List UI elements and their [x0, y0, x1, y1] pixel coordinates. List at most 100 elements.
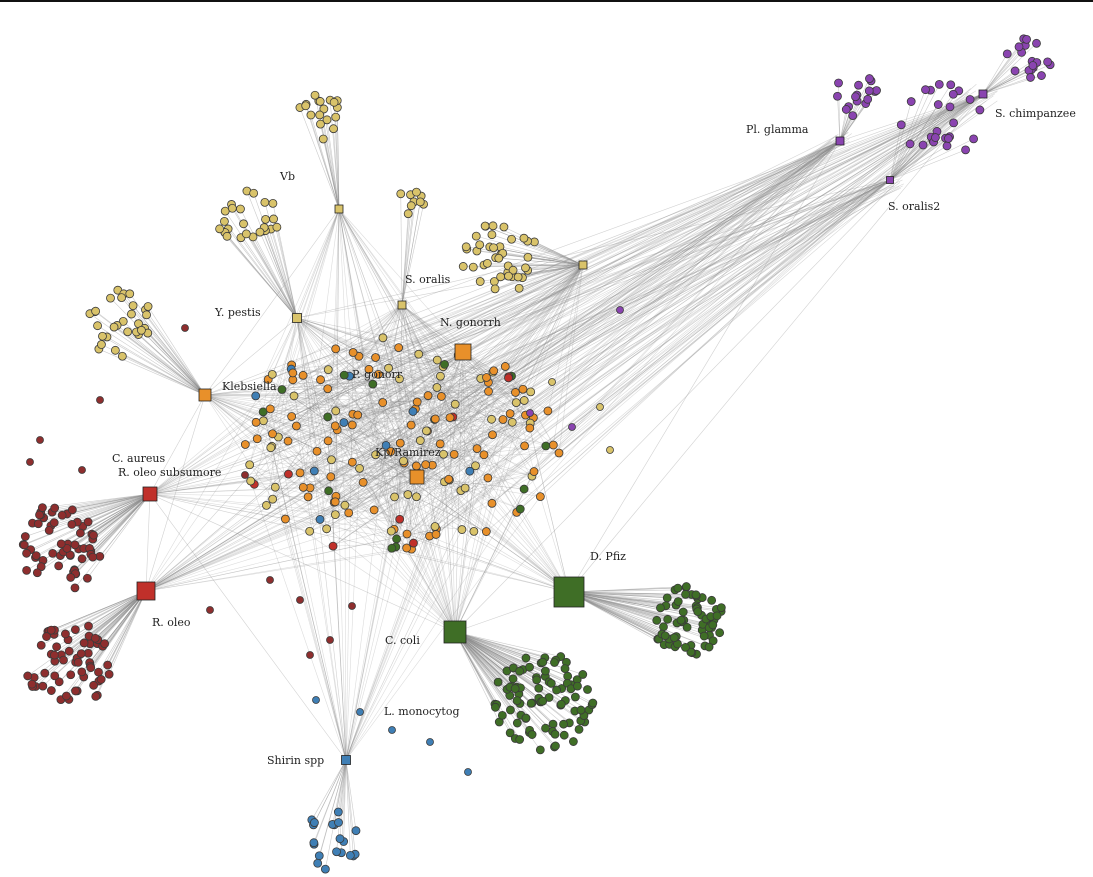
- edge: [889, 141, 934, 181]
- node: [38, 503, 47, 513]
- node: [52, 642, 62, 652]
- edge: [268, 264, 584, 380]
- node: [578, 670, 588, 679]
- node: [513, 272, 523, 282]
- edge: [93, 590, 147, 686]
- edge: [296, 317, 318, 452]
- edge: [416, 476, 525, 490]
- node: [965, 95, 975, 104]
- node: [540, 666, 550, 676]
- node: [505, 409, 515, 419]
- node: [511, 398, 521, 408]
- edge: [141, 330, 206, 396]
- edge: [224, 221, 298, 319]
- node: [323, 436, 333, 446]
- node: [436, 371, 445, 381]
- edge: [335, 93, 984, 412]
- edge: [454, 631, 572, 686]
- node: [716, 603, 726, 613]
- node: [142, 310, 151, 320]
- edge: [149, 493, 397, 540]
- label-r-oleo: R. oleo: [152, 616, 191, 629]
- edge: [345, 264, 584, 761]
- edge: [441, 396, 570, 593]
- label-kp-ramirez: Kp/Ramirez: [375, 446, 441, 459]
- edge: [149, 375, 304, 495]
- edge: [416, 395, 429, 473]
- edge: [99, 493, 151, 557]
- node: [399, 456, 408, 466]
- edge: [345, 382, 489, 761]
- node: [335, 834, 345, 844]
- edge: [382, 337, 418, 478]
- edge: [337, 107, 340, 210]
- edge: [486, 188, 888, 532]
- node: [431, 530, 441, 539]
- edge: [106, 336, 206, 396]
- edge: [491, 84, 977, 504]
- edge: [263, 264, 584, 422]
- edge: [338, 208, 531, 424]
- edge: [508, 140, 841, 377]
- edge: [66, 493, 151, 549]
- node: [289, 391, 299, 401]
- node: [61, 629, 70, 639]
- node: [57, 510, 67, 520]
- edge: [299, 472, 430, 537]
- edge: [275, 465, 417, 488]
- edge: [483, 93, 984, 456]
- edge: [270, 351, 464, 410]
- edge: [331, 459, 408, 535]
- edge: [357, 414, 570, 593]
- edge: [249, 93, 984, 466]
- node: [568, 737, 578, 746]
- edge: [454, 631, 496, 705]
- edge: [362, 482, 430, 537]
- edge: [40, 493, 151, 515]
- edge: [145, 179, 891, 592]
- edge: [51, 590, 147, 631]
- edge: [982, 64, 1051, 95]
- edge: [982, 46, 1020, 95]
- node: [298, 370, 308, 380]
- node: [245, 460, 255, 470]
- node: [550, 658, 559, 667]
- edge: [401, 204, 424, 306]
- edge: [429, 443, 441, 537]
- node: [1022, 34, 1031, 44]
- edge: [327, 304, 403, 418]
- edge: [449, 419, 492, 481]
- node: [833, 91, 842, 101]
- edge: [334, 475, 533, 503]
- edge: [270, 140, 841, 410]
- node: [663, 614, 673, 624]
- edge: [534, 241, 584, 266]
- edge: [568, 591, 684, 621]
- edge: [889, 143, 911, 181]
- edge: [889, 137, 936, 181]
- edge: [345, 759, 354, 856]
- node: [239, 219, 248, 229]
- edge: [274, 487, 347, 761]
- edge: [47, 590, 147, 632]
- edge: [318, 100, 340, 210]
- edge: [530, 264, 584, 392]
- edge: [462, 351, 531, 424]
- edge: [982, 53, 1008, 95]
- node: [1037, 71, 1046, 80]
- node: [945, 102, 955, 112]
- edge: [74, 493, 151, 571]
- edge: [257, 356, 360, 440]
- node: [322, 115, 332, 125]
- edge: [418, 149, 851, 355]
- edge: [281, 389, 570, 593]
- edge: [531, 175, 897, 477]
- edge: [454, 631, 511, 711]
- edge: [319, 519, 392, 549]
- edge: [338, 208, 376, 455]
- edge: [434, 419, 456, 633]
- node: [351, 826, 361, 836]
- edge: [90, 493, 151, 552]
- node: [496, 272, 506, 282]
- edge: [558, 174, 897, 454]
